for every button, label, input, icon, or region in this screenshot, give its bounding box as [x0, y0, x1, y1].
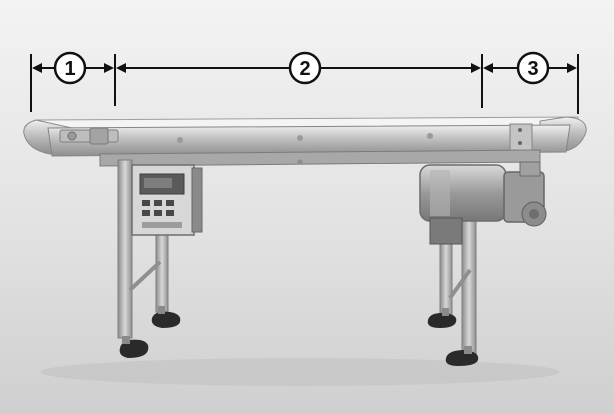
arrowheads [32, 63, 577, 73]
callout-1-circle [53, 51, 87, 85]
callout-2: 2 [288, 51, 322, 85]
arrowhead-1-right [104, 63, 114, 73]
arrowhead-2-right [471, 63, 481, 73]
callout-2-circle [288, 51, 322, 85]
keypad-buttons [142, 200, 174, 216]
drive-motor [419, 161, 547, 245]
arrowhead-3-left [483, 63, 493, 73]
control-box [131, 164, 203, 236]
arrowhead-3-right [567, 63, 577, 73]
dimension-annotations [30, 54, 579, 114]
callout-3-circle [516, 51, 550, 85]
arrowhead-2-left [116, 63, 126, 73]
callout-1: 1 [53, 51, 87, 85]
left-stand [117, 159, 181, 358]
floor-shadow [40, 358, 560, 386]
conveyor-frame [23, 116, 587, 167]
arrowhead-1-left [32, 63, 42, 73]
callout-3-label: 3 [527, 58, 538, 80]
callout-3: 3 [516, 51, 550, 85]
callout-2-label: 2 [299, 58, 310, 80]
callout-1-label: 1 [64, 58, 75, 80]
